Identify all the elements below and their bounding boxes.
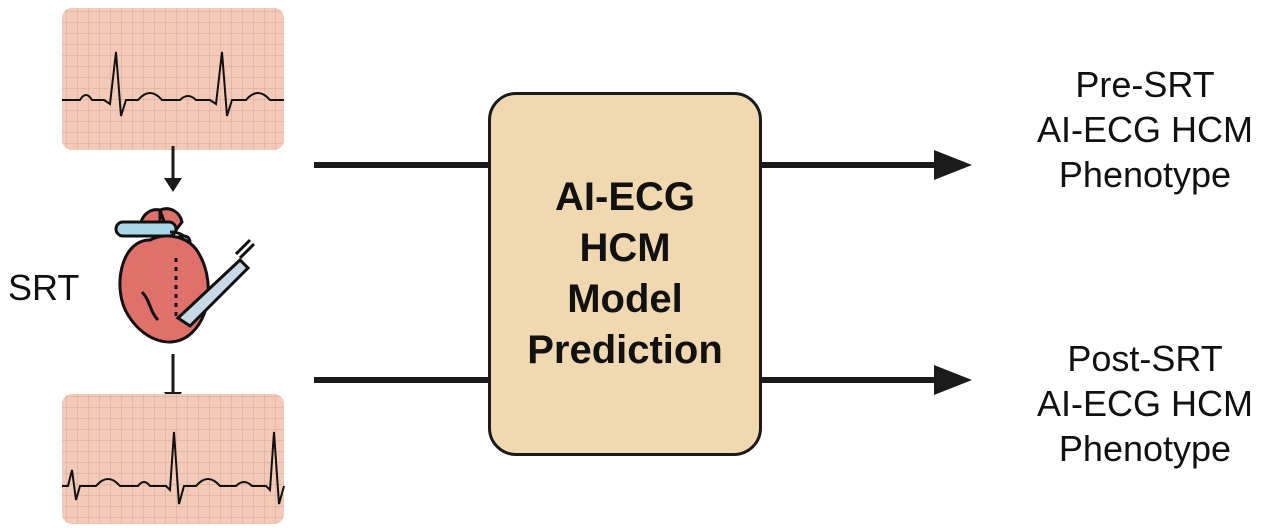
- heart-with-scalpel-icon: [114, 207, 256, 344]
- model-line-2: HCM: [579, 225, 671, 270]
- output-post-line-2: AI-ECG HCM: [1037, 383, 1253, 424]
- model-line-3: Model: [567, 277, 683, 321]
- ecg-top-trace: [62, 51, 284, 117]
- output-post-line-1: Post-SRT: [1067, 338, 1223, 379]
- arrow-out-post-head: [934, 365, 972, 395]
- output-pre-line-3: Phenotype: [1058, 154, 1232, 195]
- model-line-1: AI-ECG: [555, 174, 695, 219]
- ecg-top-strip: [62, 8, 284, 150]
- arrow-out-pre-head: [934, 150, 972, 180]
- output-post-srt: Post-SRT AI-ECG HCM Phenotype: [1010, 336, 1280, 471]
- output-pre-line-2: AI-ECG HCM: [1037, 109, 1253, 150]
- ecg-bottom-strip: [62, 394, 285, 524]
- model-box: AI-ECG HCM Model Prediction: [488, 92, 762, 456]
- output-post-line-3: Phenotype: [1058, 428, 1232, 469]
- model-line-4: Prediction: [527, 328, 723, 373]
- output-pre-srt: Pre-SRT AI-ECG HCM Phenotype: [1010, 62, 1280, 197]
- arrow-down-1-head: [164, 178, 182, 192]
- srt-label: SRT: [8, 267, 80, 308]
- output-pre-line-1: Pre-SRT: [1075, 64, 1215, 105]
- ecg-bottom-trace: [62, 431, 285, 505]
